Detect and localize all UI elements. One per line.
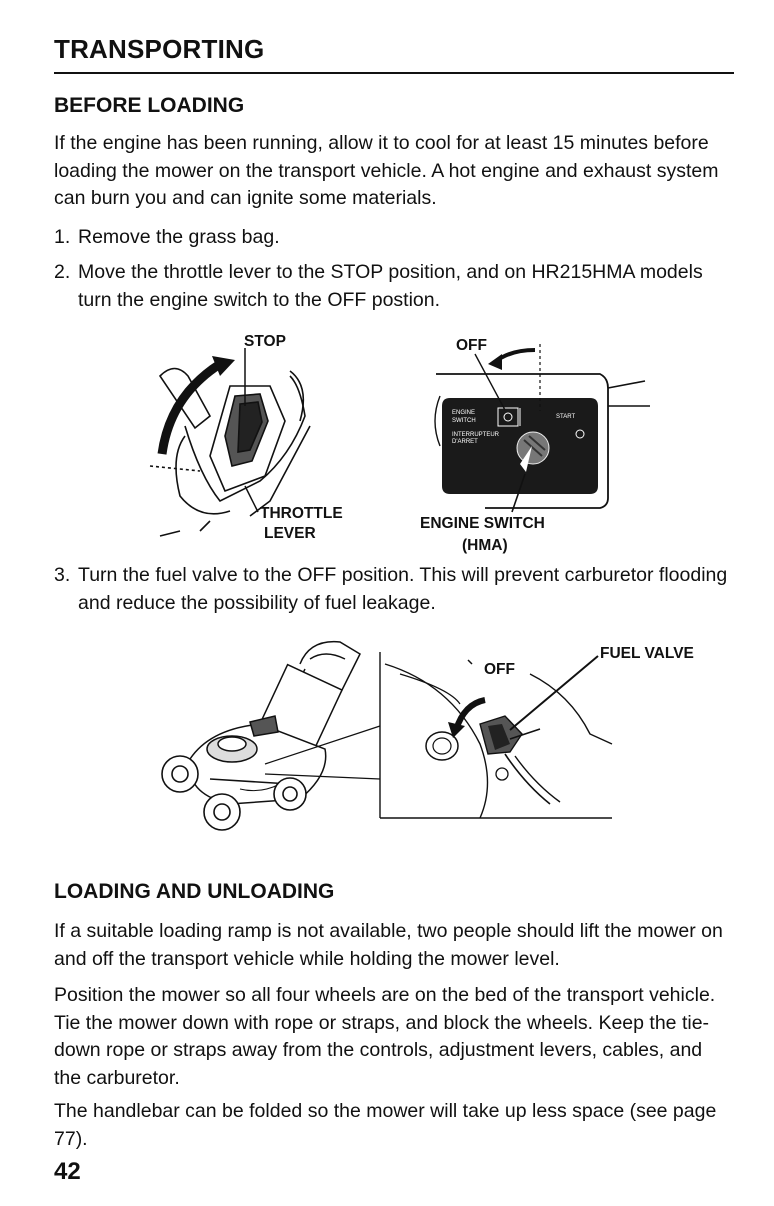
engine-switch-drawing: ENGINE SWITCH INTERRUPTEUR D'ARRET START [434, 373, 650, 509]
off-tick [467, 659, 473, 665]
off-label: OFF [456, 337, 487, 354]
fuel-valve-leader-line [509, 655, 599, 731]
step-text: Turn the fuel valve to the OFF position.… [78, 564, 728, 614]
throttle-leader-line [244, 485, 259, 513]
step-number: 3. [54, 564, 71, 586]
off-leader-line [474, 353, 506, 411]
arrow-head [488, 354, 502, 370]
throttle-label-line2: LEVER [264, 525, 316, 542]
arrow-head [212, 356, 235, 376]
page-title: TRANSPORTING [54, 34, 265, 64]
engine-switch-label-line1: ENGINE SWITCH [420, 515, 545, 532]
stop-direction-arrow [157, 360, 223, 455]
section-heading-before-loading: BEFORE LOADING [54, 94, 245, 117]
page-number: 42 [54, 1158, 81, 1185]
title-rule [54, 72, 734, 74]
section-heading-loading-unloading: LOADING AND UNLOADING [54, 880, 335, 903]
panel-text: START [556, 414, 575, 420]
off-label: OFF [484, 661, 515, 678]
panel-text: ENGINE [452, 410, 475, 416]
panel-text: INTERRUPTEUR [452, 432, 500, 438]
fuel-valve-detail-drawing [379, 652, 613, 819]
step-number: 2. [54, 261, 71, 283]
step-text: Remove the grass bag. [78, 226, 280, 248]
step-text: Move the throttle lever to the STOP posi… [78, 261, 703, 311]
switch-leader-line [511, 473, 526, 513]
throttle-and-switch-illustration: STOP THROTTLE LEVER ENGINE SWITCH INTERR… [149, 333, 650, 554]
loading-paragraph-1: If a suitable loading ramp is not availa… [54, 920, 723, 970]
arrow-head [448, 722, 465, 738]
throttle-lever-drawing [149, 367, 311, 537]
loading-paragraph-2: Position the mower so all four wheels ar… [54, 984, 716, 1089]
panel-text: SWITCH [452, 418, 476, 424]
fuel-valve-label: FUEL VALVE [600, 645, 694, 662]
loading-paragraph-3: The handlebar can be folded so the mower… [54, 1100, 717, 1150]
stop-label: STOP [244, 333, 286, 350]
step-number: 1. [54, 226, 71, 248]
throttle-label-line1: THROTTLE [260, 505, 343, 522]
engine-switch-label-line2: (HMA) [462, 537, 508, 554]
panel-text: D'ARRET [452, 439, 478, 445]
before-loading-intro: If the engine has been running, allow it… [54, 132, 719, 209]
mower-wheels [161, 755, 307, 831]
fuel-valve-illustration: FUEL VALVE OFF [161, 640, 694, 831]
